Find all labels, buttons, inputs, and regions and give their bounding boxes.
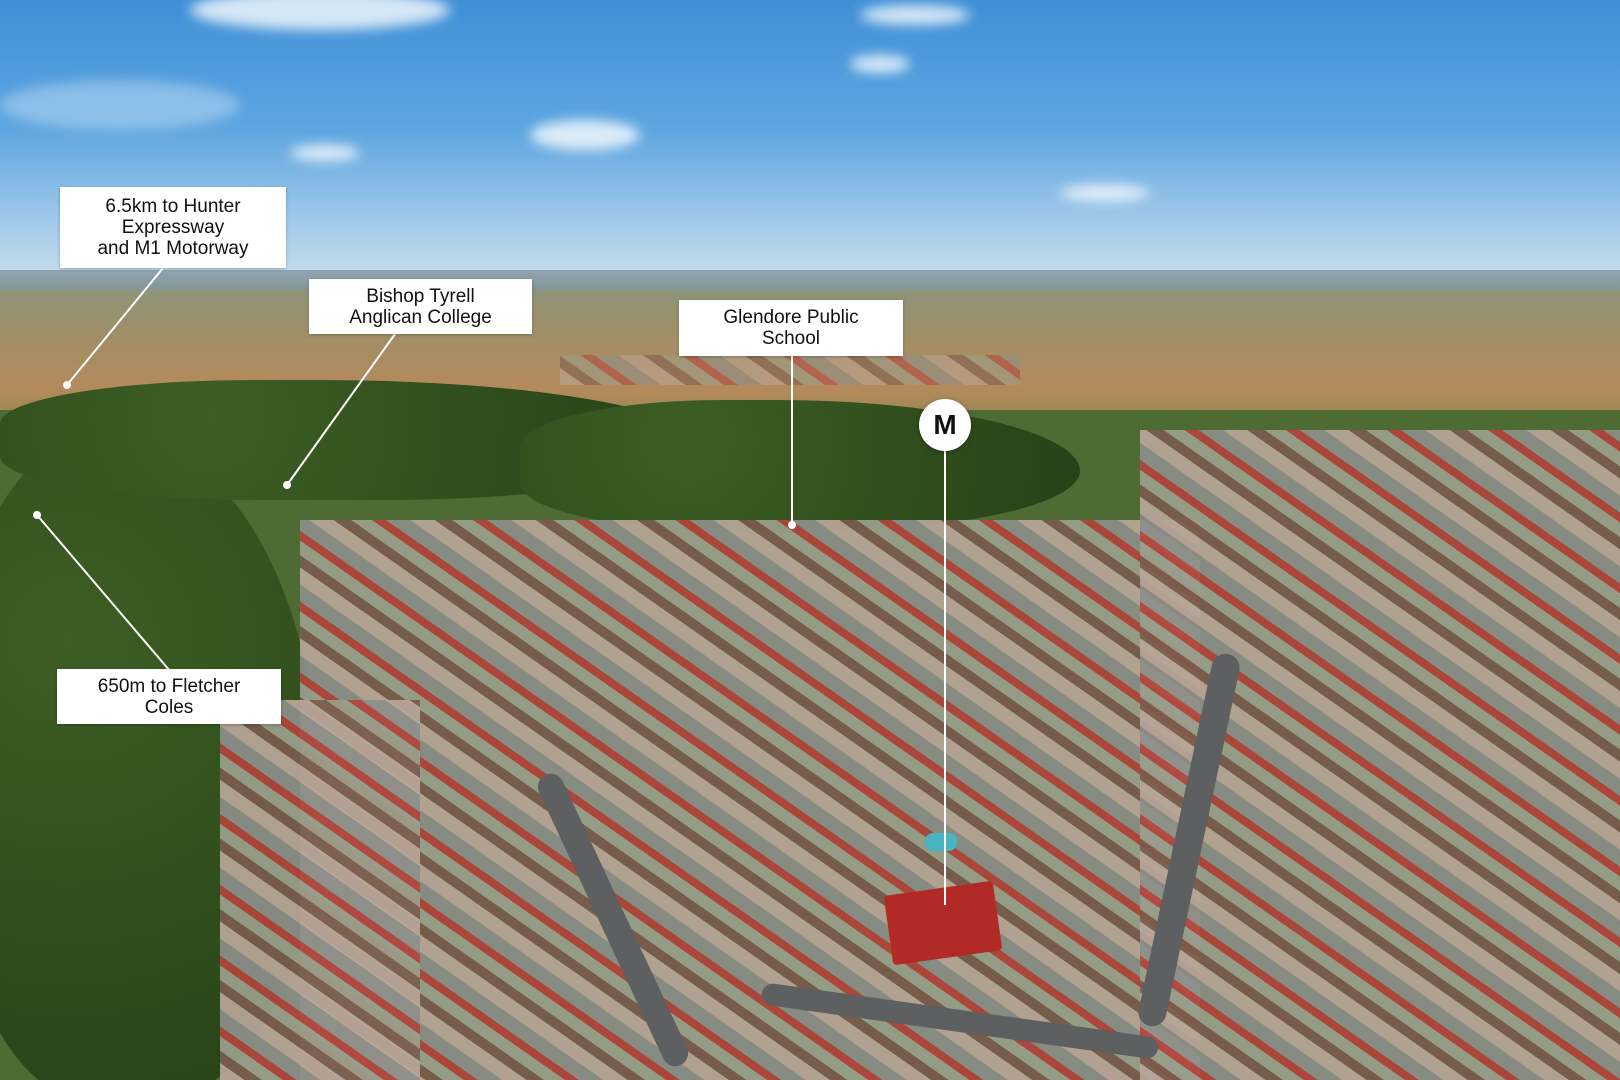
housing-estate bbox=[220, 700, 420, 1080]
cloud bbox=[850, 55, 910, 73]
swimming-pool bbox=[925, 833, 957, 851]
label-expressway: 6.5km to Hunter Expressway and M1 Motorw… bbox=[60, 187, 286, 268]
pointer-dot-school bbox=[788, 521, 796, 529]
label-college-text: Bishop Tyrell Anglican College bbox=[349, 285, 492, 328]
pointer-dot-college bbox=[283, 481, 291, 489]
property-marker-letter: M bbox=[933, 409, 957, 440]
cloud bbox=[1060, 185, 1150, 201]
label-shops: 650m to Fletcher Coles bbox=[57, 669, 281, 724]
label-school: Glendore Public School bbox=[679, 300, 903, 356]
distant-suburb bbox=[560, 355, 1020, 385]
cloud bbox=[530, 120, 640, 150]
housing-estate bbox=[300, 520, 1200, 1080]
cloud bbox=[0, 80, 240, 130]
cloud bbox=[290, 145, 360, 161]
label-shops-text: 650m to Fletcher Coles bbox=[97, 675, 241, 718]
pointer-dot-shops bbox=[33, 511, 41, 519]
label-expressway-text: 6.5km to Hunter Expressway and M1 Motorw… bbox=[97, 196, 249, 259]
pointer-line-expressway bbox=[66, 267, 164, 386]
pointer-dot-expressway bbox=[63, 381, 71, 389]
pointer-line-college bbox=[286, 333, 396, 486]
cloud bbox=[860, 5, 970, 25]
label-college: Bishop Tyrell Anglican College bbox=[309, 279, 532, 334]
bushland bbox=[520, 400, 1080, 530]
label-school-text: Glendore Public School bbox=[723, 307, 859, 349]
pointer-line-shops bbox=[36, 514, 171, 672]
property-marker: M bbox=[919, 399, 971, 451]
